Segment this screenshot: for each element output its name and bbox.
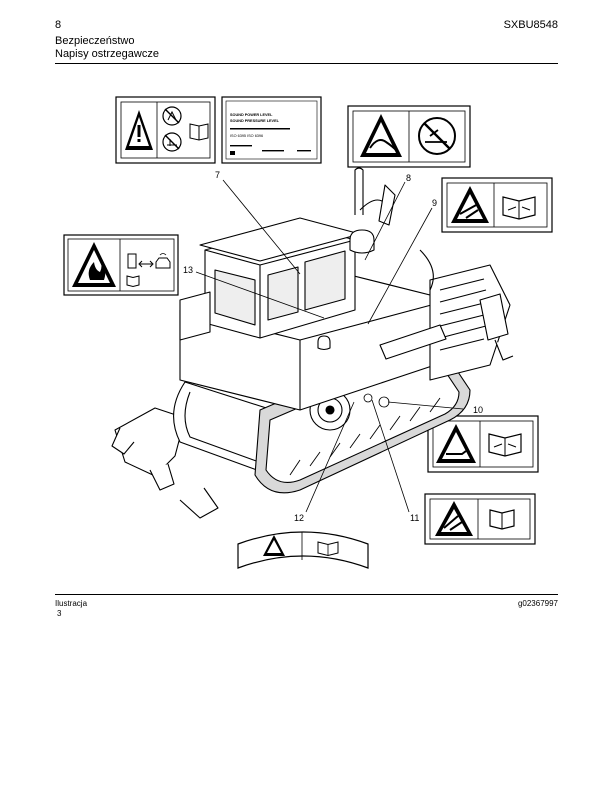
caption-rule: [55, 594, 558, 595]
decal-text-1: SOUND POWER LEVEL: [230, 113, 273, 117]
decal-hot-fluid: [427, 415, 539, 473]
caption-label: Ilustracja: [55, 599, 88, 608]
callout-10: 10: [473, 405, 483, 415]
illustration: SOUND POWER LEVEL SOUND PRESSURE LEVEL I…: [55, 80, 558, 585]
manual-book-icon: [488, 433, 522, 457]
manual-book-icon: [489, 509, 515, 530]
callout-8: 8: [406, 173, 411, 183]
tractor-decal-illustration: SOUND POWER LEVEL SOUND PRESSURE LEVEL I…: [63, 96, 553, 569]
header-rule: [55, 63, 558, 64]
section-heading: Bezpieczeństwo Napisy ostrzegawcze: [55, 35, 159, 61]
leader-lines: [195, 179, 464, 513]
page-number: 8: [55, 19, 62, 31]
manual-book-icon: [126, 275, 140, 288]
manual-book-icon: [189, 123, 209, 141]
decal-crush-hazard: [441, 177, 553, 233]
decal-curved: [237, 531, 369, 569]
callout-7: 7: [215, 170, 220, 180]
document-id: SXBU8548: [503, 19, 558, 31]
section-title: Bezpieczeństwo: [55, 35, 135, 47]
decal-text-3: ISO 6395 ISO 6396: [230, 134, 263, 138]
decal-text-2: SOUND PRESSURE LEVEL: [230, 119, 280, 123]
image-id: g02367997: [517, 599, 558, 608]
caption-number: 3: [57, 609, 62, 618]
callout-12: 12: [294, 513, 304, 523]
subsection-title: Napisy ostrzegawcze: [55, 48, 159, 60]
decal-crushing: [424, 493, 536, 545]
callout-11: 11: [410, 513, 419, 523]
callout-9: 9: [432, 198, 437, 208]
callout-13: 13: [183, 265, 193, 275]
decal-top-left: [115, 96, 216, 164]
decal-fire-hazard: [63, 234, 179, 296]
callouts: 7 8 9 13 10 11 12: [183, 170, 483, 523]
decal-hand-hazard: [347, 105, 471, 168]
decal-sound-level: SOUND POWER LEVEL SOUND PRESSURE LEVEL I…: [221, 96, 322, 164]
tractor-drawing: [111, 167, 514, 519]
manual-book-icon: [502, 196, 536, 220]
